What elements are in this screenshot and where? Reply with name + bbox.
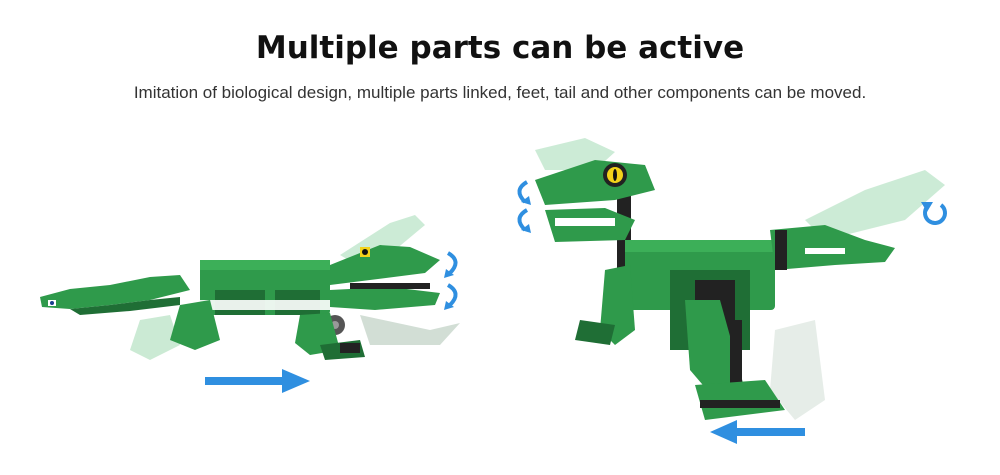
raptor-model-image bbox=[505, 130, 975, 460]
page-subtitle: Imitation of biological design, multiple… bbox=[133, 83, 867, 102]
forward-arrow-icon bbox=[205, 369, 310, 393]
backward-arrow-icon bbox=[710, 420, 805, 444]
raptor-body bbox=[625, 240, 775, 350]
raptor-legs bbox=[685, 300, 785, 420]
crocodile-head bbox=[330, 245, 440, 310]
crocodile-leg-motion-ghost bbox=[130, 315, 180, 360]
crocodile-model-image bbox=[30, 205, 480, 395]
page-title: Multiple parts can be active bbox=[255, 30, 745, 66]
rotate-arrowhead-icon bbox=[521, 196, 531, 205]
crocodile-legs bbox=[170, 300, 365, 360]
raptor-illustration bbox=[517, 138, 947, 444]
rotate-arrowhead-icon bbox=[921, 202, 933, 212]
crocodile-body bbox=[190, 260, 345, 335]
raptor-arm bbox=[575, 265, 635, 345]
rotate-arrowhead-icon bbox=[521, 224, 531, 233]
raptor-head bbox=[535, 160, 655, 242]
rotate-arrow-icon bbox=[517, 180, 947, 232]
crocodile-tail bbox=[40, 275, 190, 315]
rotate-arrowhead-icon bbox=[444, 301, 454, 310]
rotate-arrow-icon bbox=[446, 251, 458, 307]
rotate-arrowhead-icon bbox=[444, 269, 454, 278]
raptor-tail bbox=[770, 225, 895, 270]
crocodile-illustration bbox=[40, 215, 460, 393]
